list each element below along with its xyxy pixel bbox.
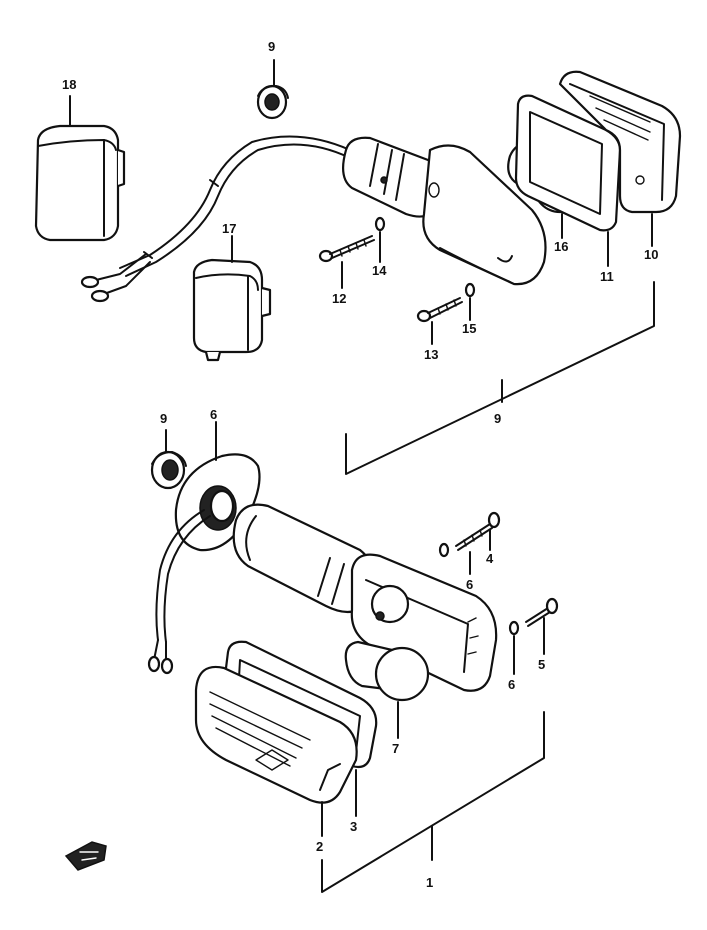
callout-3: 3 xyxy=(350,819,358,834)
callout-6-mid: 6 xyxy=(466,577,474,592)
lower-wire-harness xyxy=(147,509,211,675)
callout-2: 2 xyxy=(316,839,324,854)
part-5-screw xyxy=(525,597,559,655)
callout-11: 10 xyxy=(644,247,659,262)
callout-9-top: 9 xyxy=(268,39,276,54)
part-14-screw xyxy=(416,297,463,345)
callout-14: 13 xyxy=(424,347,439,362)
part-17-flasher xyxy=(192,235,272,362)
part-15-washer-lower xyxy=(464,282,476,321)
upper-wire-harness xyxy=(80,135,351,303)
part-6-washer-a xyxy=(438,542,471,575)
part-13-screw xyxy=(318,235,375,289)
callout-1: 1 xyxy=(426,875,434,890)
callout-6-top: 6 xyxy=(210,407,218,422)
part-12-gasket-upper xyxy=(514,94,622,267)
callout-15-lower: 15 xyxy=(462,321,477,336)
callout-4: 4 xyxy=(486,551,494,566)
callout-5: 5 xyxy=(538,657,546,672)
part-9-grommet-top xyxy=(256,59,289,120)
part-2-lens-lower xyxy=(194,665,358,837)
part-18-relay xyxy=(34,95,126,242)
callout-17: 17 xyxy=(222,221,237,236)
part-11-lens-upper xyxy=(558,70,682,247)
part-4-screw xyxy=(455,511,501,551)
callout-6-right: 6 xyxy=(508,677,516,692)
assembly-10-bracket xyxy=(345,281,655,475)
callout-18: 18 xyxy=(62,77,77,92)
callout-10: 9 xyxy=(494,411,502,426)
front-arrow-mark xyxy=(64,841,107,871)
callout-13: 12 xyxy=(332,291,347,306)
part-15-washer-upper xyxy=(374,216,386,263)
callout-16: 16 xyxy=(554,239,569,254)
part-7-bulb-lower xyxy=(344,640,430,739)
part-9-grommet-lower xyxy=(150,429,187,490)
callout-9-lower: 9 xyxy=(160,411,168,426)
upper-signal-stalk xyxy=(341,136,547,286)
assembly-1-bracket xyxy=(321,711,545,893)
callout-15-upper: 14 xyxy=(372,263,387,278)
callout-12: 11 xyxy=(600,269,614,284)
part-6-washer-b xyxy=(508,620,520,675)
lower-signal-housing xyxy=(350,553,498,692)
callout-7: 7 xyxy=(392,741,400,756)
